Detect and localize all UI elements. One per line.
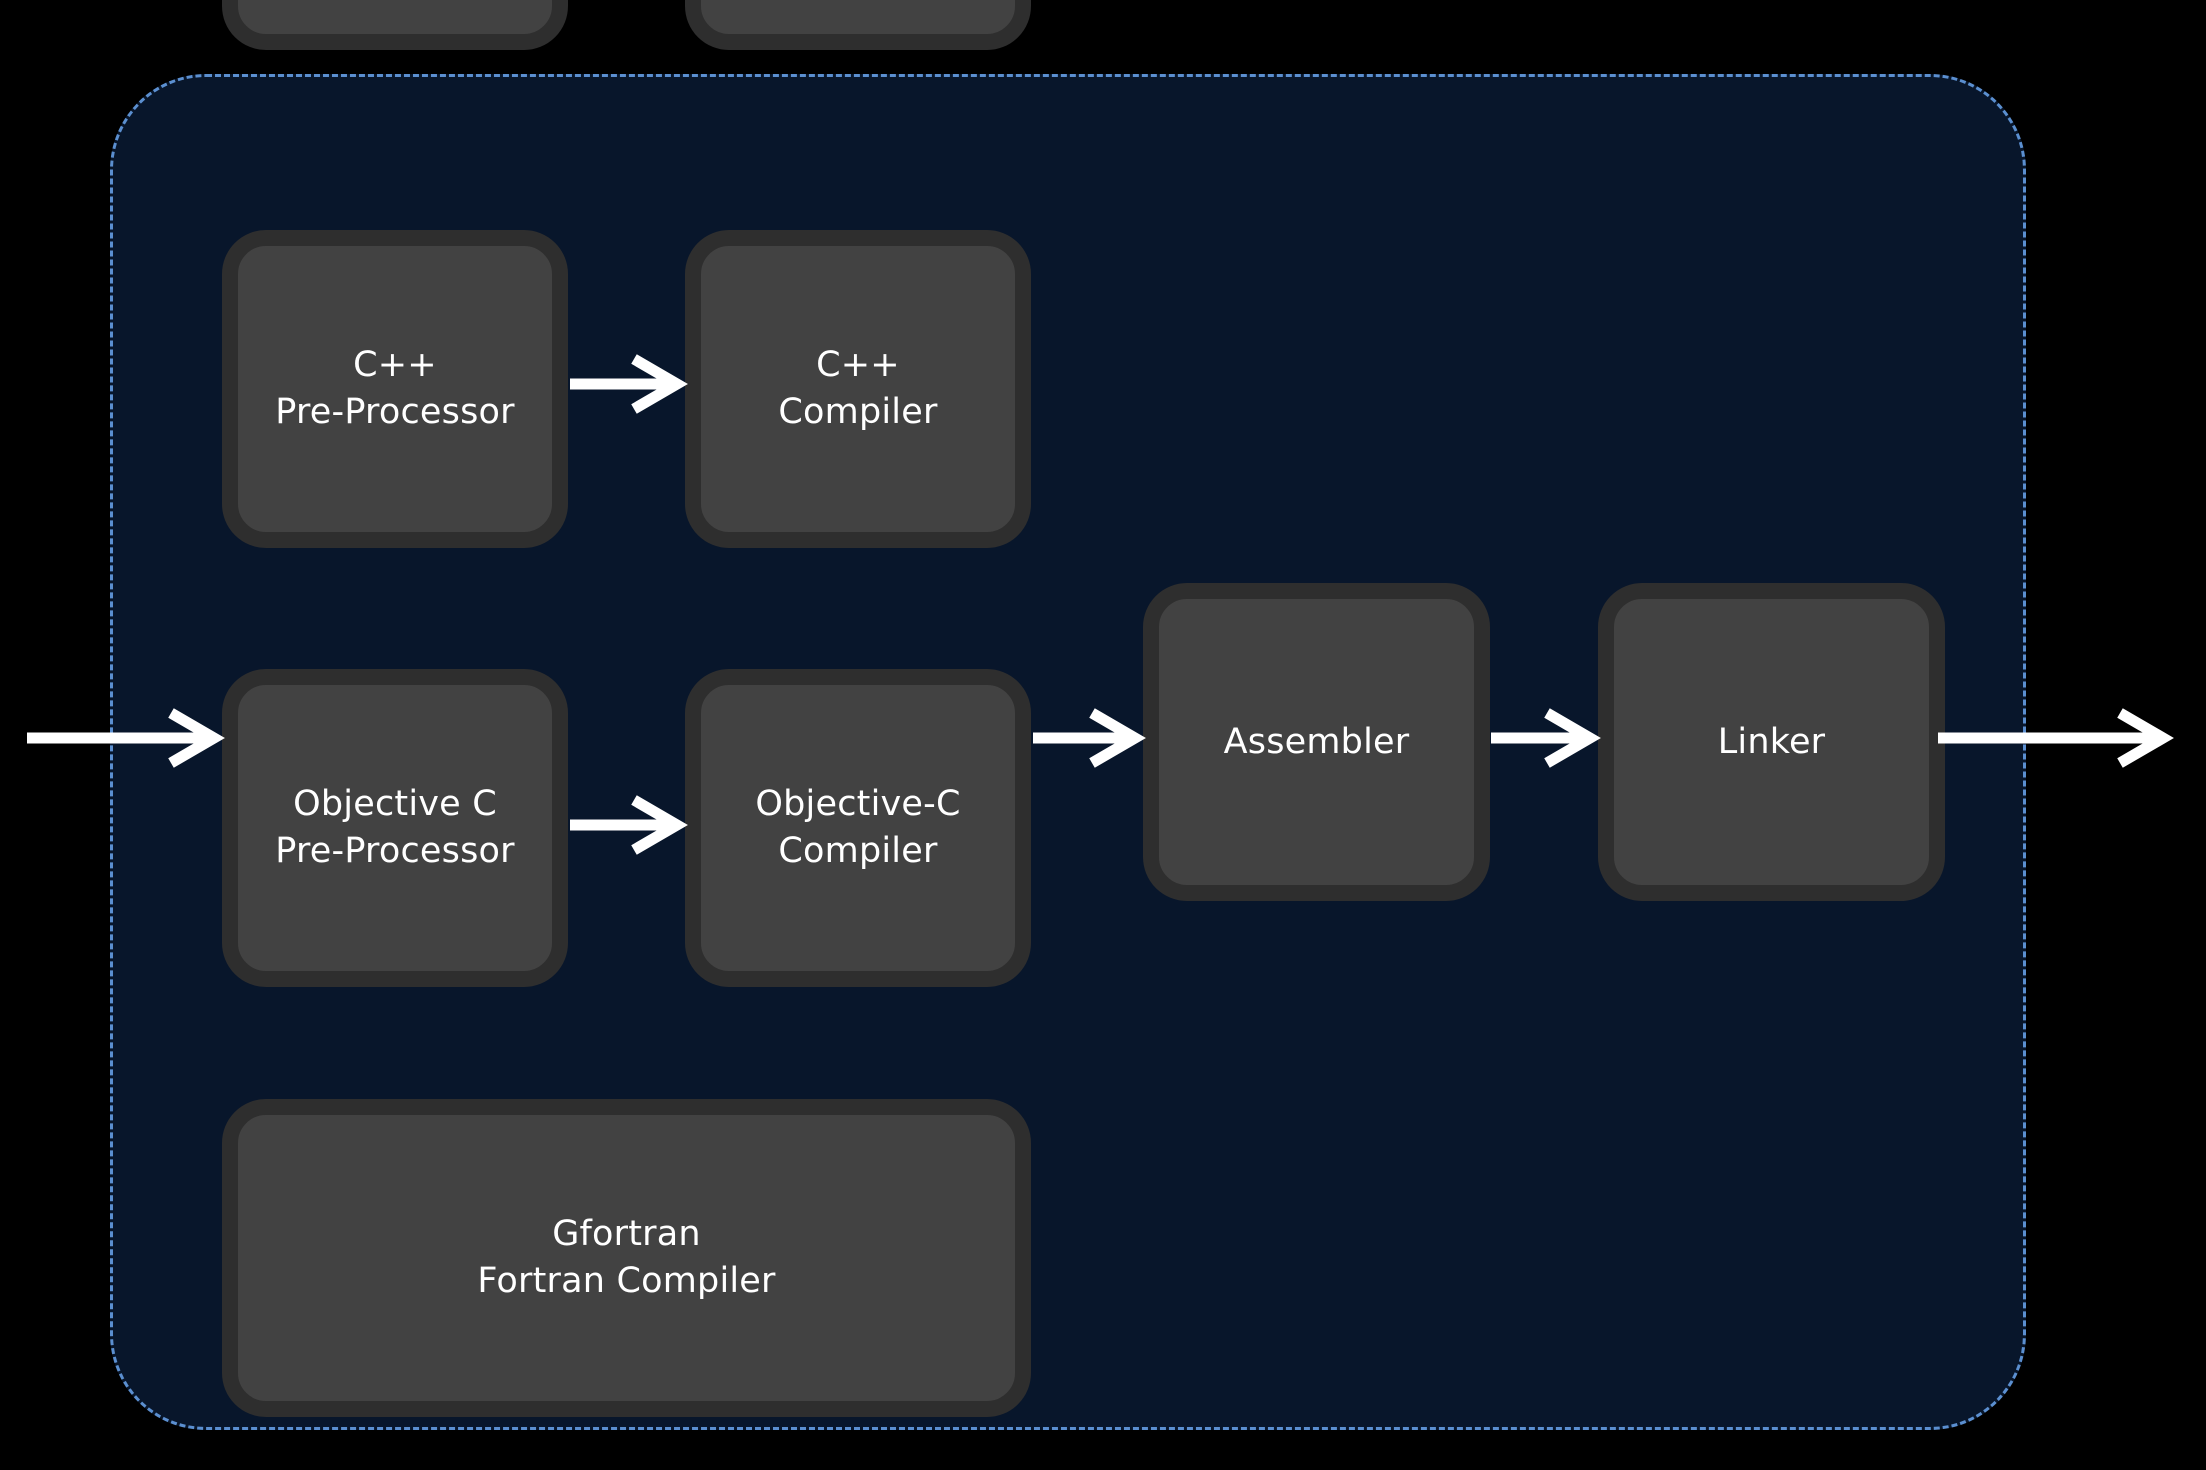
- node-cpp-compiler-line1: C++: [816, 345, 900, 385]
- node-linker-label: Linker: [1717, 721, 1826, 762]
- node-cpp-preprocessor-line2: Pre-Processor: [275, 392, 515, 432]
- node-objc-compiler-line1: Objective-C: [755, 784, 961, 824]
- node-linker: Linker: [1598, 583, 1945, 901]
- node-objc-preprocessor: Objective C Pre-Processor: [222, 669, 568, 987]
- node-cpp-preprocessor-line1: C++: [353, 345, 437, 385]
- node-gfortran: Gfortran Fortran Compiler: [222, 1099, 1031, 1417]
- node-objc-preprocessor-line1: Objective C: [293, 784, 497, 824]
- node-gfortran-line1: Gfortran: [552, 1214, 701, 1254]
- node-gfortran-line2: Fortran Compiler: [477, 1261, 776, 1301]
- node-assembler-label: Assembler: [1223, 721, 1410, 762]
- node-objc-compiler-line2: Compiler: [778, 831, 938, 871]
- node-top-partial-right: [685, 0, 1031, 50]
- node-objc-compiler: Objective-C Compiler: [685, 669, 1031, 987]
- node-objc-preprocessor-line2: Pre-Processor: [275, 831, 515, 871]
- node-assembler: Assembler: [1143, 583, 1490, 901]
- node-cpp-compiler-line2: Compiler: [778, 392, 938, 432]
- node-cpp-preprocessor: C++ Pre-Processor: [222, 230, 568, 548]
- node-top-partial-left: [222, 0, 568, 50]
- node-cpp-compiler: C++ Compiler: [685, 230, 1031, 548]
